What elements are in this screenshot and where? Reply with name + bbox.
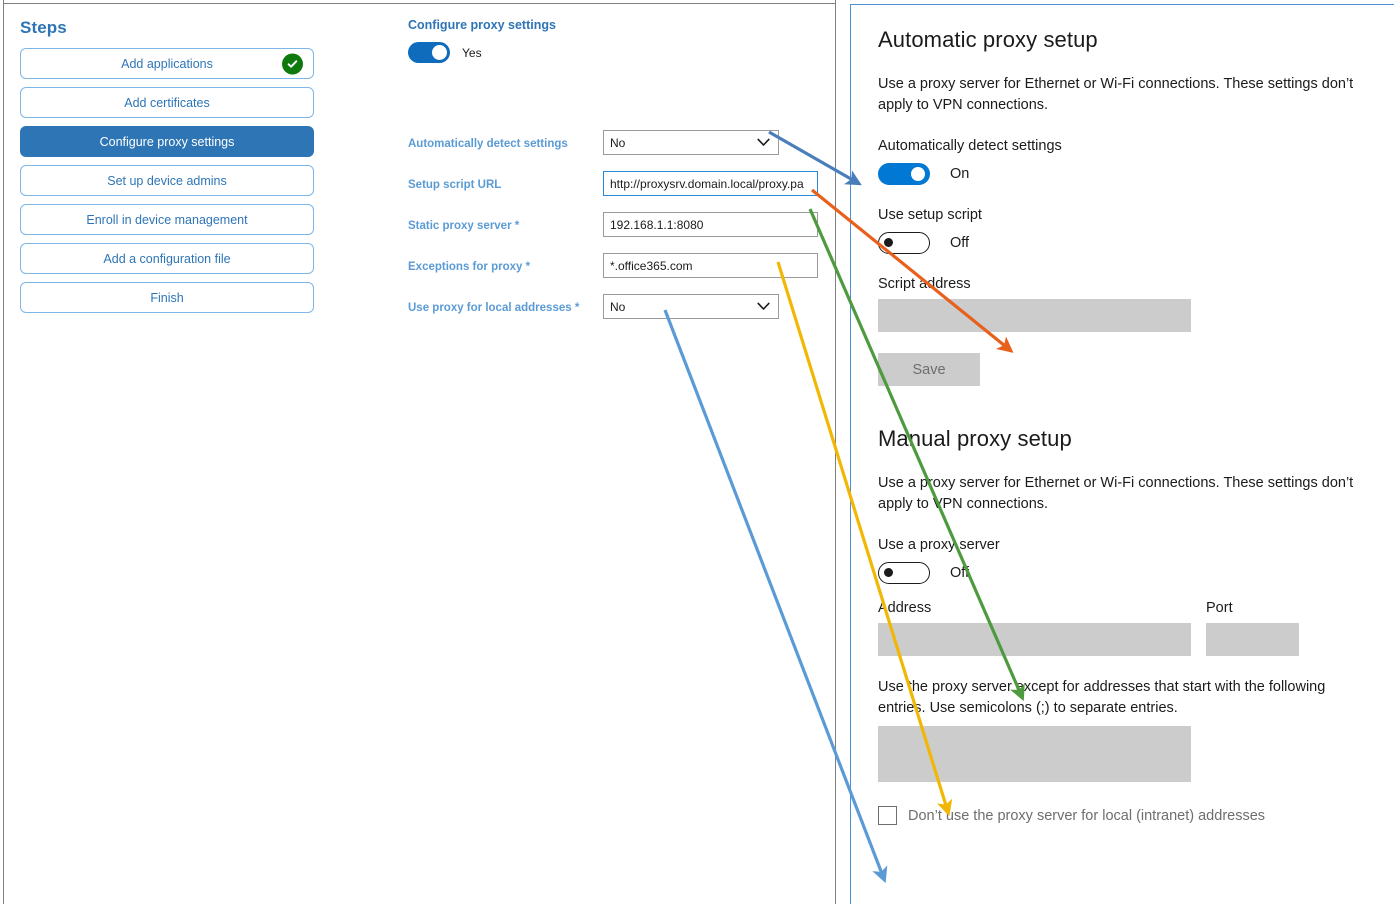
step-item-label: Finish (150, 290, 184, 305)
field-label-text: Automatically detect settings (408, 138, 568, 150)
port-label: Port (1206, 600, 1233, 616)
toggle-knob (432, 45, 447, 60)
field-row-setup-script-url: Setup script URL http://proxysrv.domain.l… (408, 171, 828, 212)
step-item-label: Add a configuration file (103, 251, 231, 266)
field-value: No (610, 299, 626, 314)
address-port-row: Address Port (878, 600, 1366, 656)
use-a-proxy-server-state: Off (950, 565, 970, 581)
required-asterisk: * (522, 261, 531, 273)
field-label-text: Setup script URL (408, 179, 502, 191)
field-row-use-proxy-for-local-addresses: Use proxy for local addresses * No (408, 294, 828, 335)
step-item-label: Enroll in device management (86, 212, 248, 227)
input-setup-script-url[interactable]: http://proxysrv.domain.local/proxy.pa (603, 171, 818, 196)
step-item-label: Add applications (121, 56, 213, 71)
chevron-down-icon[interactable] (757, 300, 770, 314)
address-column: Address (878, 600, 1191, 656)
field-label-text: Static proxy server (408, 220, 512, 232)
port-column: Port (1206, 600, 1299, 656)
configure-proxy-toggle[interactable] (408, 42, 450, 63)
local-addresses-checkbox-label: Don’t use the proxy server for local (in… (908, 807, 1266, 824)
select-automatically-detect-settings[interactable]: No (603, 130, 779, 155)
field-value: *.office365.com (610, 258, 693, 273)
step-item-add-certificates[interactable]: Add certificates (20, 87, 314, 118)
field-label-automatically-detect-settings: Automatically detect settings (408, 138, 568, 150)
step-item-set-up-device-admins[interactable]: Set up device admins (20, 165, 314, 196)
use-setup-script-toggle[interactable] (878, 232, 930, 254)
local-addresses-checkbox-row[interactable]: Don’t use the proxy server for local (in… (878, 806, 1366, 825)
field-value: http://proxysrv.domain.local/proxy.pa (610, 176, 804, 191)
configure-proxy-toggle-row: Yes (408, 42, 828, 63)
step-item-label: Add certificates (124, 95, 210, 110)
automatically-detect-settings-row: On (878, 163, 1366, 185)
select-use-proxy-for-local-addresses[interactable]: No (603, 294, 779, 319)
field-label-exceptions-for-proxy: Exceptions for proxy * (408, 261, 530, 273)
use-setup-script-row: Off (878, 232, 1366, 254)
field-value: No (610, 135, 626, 150)
address-input[interactable] (878, 623, 1191, 656)
step-item-add-a-configuration-file[interactable]: Add a configuration file (20, 243, 314, 274)
configure-proxy-form: Configure proxy settings Yes Automatical… (408, 18, 828, 319)
use-a-proxy-server-label: Use a proxy server (878, 537, 1000, 553)
field-label-setup-script-url: Setup script URL (408, 179, 501, 191)
step-item-finish[interactable]: Finish (20, 282, 314, 313)
configure-proxy-toggle-label: Yes (462, 45, 482, 60)
use-setup-script-label: Use setup script (878, 207, 982, 223)
use-setup-script-state: Off (950, 235, 970, 251)
windows-proxy-settings-panel: Automatic proxy setup Use a proxy server… (850, 4, 1394, 904)
field-value: 192.168.1.1:8080 (610, 217, 704, 232)
input-static-proxy-server[interactable]: 192.168.1.1:8080 (603, 212, 818, 237)
toggle-knob (911, 167, 925, 181)
step-item-label: Set up device admins (107, 173, 227, 188)
field-row-static-proxy-server: Static proxy server * 192.168.1.1:8080 (408, 212, 828, 253)
required-asterisk: * (571, 302, 580, 314)
field-row-automatically-detect-settings: Automatically detect settings No (408, 130, 828, 171)
automatically-detect-settings-toggle[interactable] (878, 163, 930, 185)
step-item-label: Configure proxy settings (99, 134, 235, 149)
exceptions-input[interactable] (878, 726, 1191, 782)
address-label: Address (878, 600, 932, 616)
form-heading: Configure proxy settings (408, 18, 556, 32)
automatically-detect-settings-state: On (950, 166, 970, 182)
field-label-text: Use proxy for local addresses (408, 302, 572, 314)
frame-border-top (3, 3, 835, 4)
use-a-proxy-server-toggle[interactable] (878, 562, 930, 584)
port-input[interactable] (1206, 623, 1299, 656)
step-item-enroll-in-device-management[interactable]: Enroll in device management (20, 204, 314, 235)
save-button[interactable]: Save (878, 353, 980, 386)
input-exceptions-for-proxy[interactable]: *.office365.com (603, 253, 818, 278)
panel-divider (835, 0, 836, 904)
required-asterisk: * (511, 220, 520, 232)
chevron-down-icon[interactable] (757, 136, 770, 150)
script-address-input[interactable] (878, 299, 1191, 332)
steps-title: Steps (20, 18, 67, 37)
automatic-proxy-setup-heading: Automatic proxy setup (878, 27, 1098, 52)
check-circle-icon (282, 53, 303, 74)
step-item-add-applications[interactable]: Add applications (20, 48, 314, 79)
local-addresses-checkbox[interactable] (878, 806, 897, 825)
toggle-knob (884, 568, 893, 577)
use-a-proxy-server-row: Off (878, 562, 1366, 584)
frame-border-left (3, 0, 4, 904)
toggle-knob (884, 238, 893, 247)
step-item-configure-proxy-settings[interactable]: Configure proxy settings (20, 126, 314, 157)
field-label-text: Exceptions for proxy (408, 261, 523, 273)
automatic-proxy-setup-description: Use a proxy server for Ethernet or Wi-Fi… (878, 76, 1354, 113)
automatically-detect-settings-label: Automatically detect settings (878, 138, 1062, 154)
field-label-use-proxy-for-local-addresses: Use proxy for local addresses * (408, 302, 579, 314)
exceptions-description: Use the proxy server except for addresse… (878, 679, 1326, 716)
field-label-static-proxy-server: Static proxy server * (408, 220, 519, 232)
manual-proxy-setup-heading: Manual proxy setup (878, 426, 1072, 451)
field-row-exceptions-for-proxy: Exceptions for proxy * *.office365.com (408, 253, 828, 294)
script-address-label: Script address (878, 276, 971, 292)
manual-proxy-setup-description: Use a proxy server for Ethernet or Wi-Fi… (878, 475, 1354, 512)
